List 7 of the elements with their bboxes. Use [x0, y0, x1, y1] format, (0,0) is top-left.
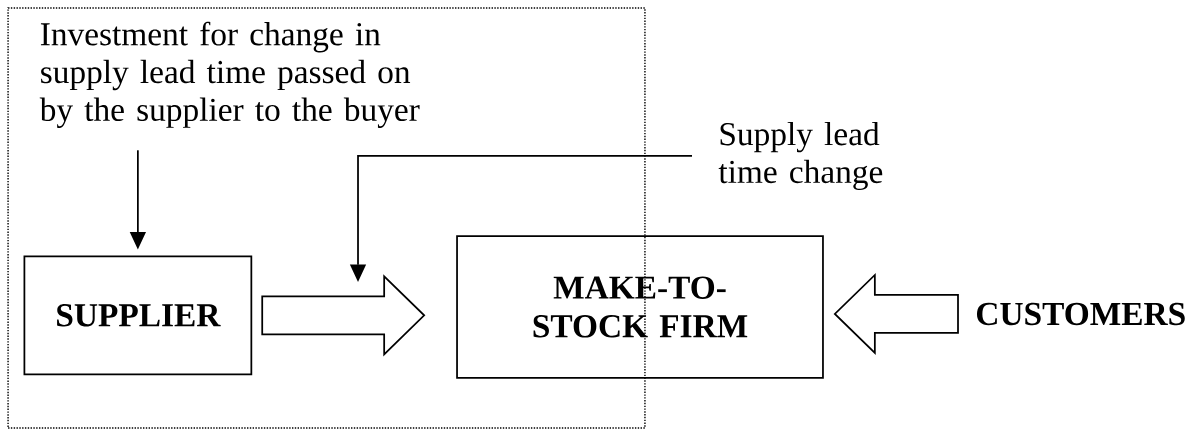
annotation-text: Supply lead time change: [718, 121, 883, 191]
block-arrow: [261, 274, 426, 357]
entity-label: CUSTOMERS: [977, 302, 1185, 326]
annotation-text: Investment for change in supply lead time passed on by the supplier to the buyer: [39, 21, 420, 128]
process-box: MAKE-TO-STOCK FIRM: [456, 235, 824, 379]
block-arrow: [833, 272, 959, 356]
process-box: SUPPLIER: [23, 255, 253, 376]
